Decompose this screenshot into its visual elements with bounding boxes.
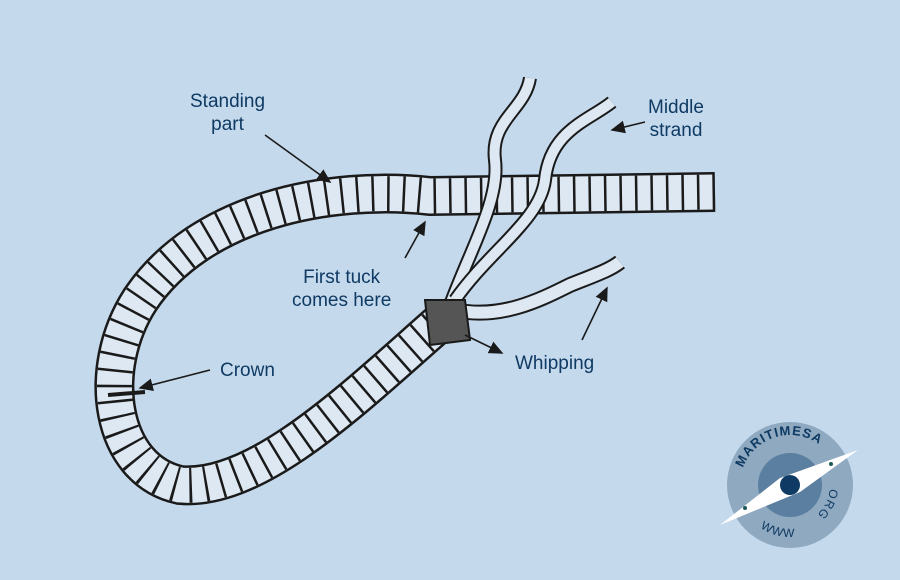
label-first-tuck-line1: First tuck: [303, 267, 381, 288]
arrow-whipping: [464, 334, 504, 354]
strands: [443, 76, 625, 321]
label-middle-strand-line2: strand: [649, 120, 703, 141]
pointer-arrows: [138, 120, 646, 392]
maritimesa-logo: MARITIMESA ORG WWW: [720, 422, 858, 548]
whipping-band: [423, 299, 472, 347]
arrow-whipping-end: [581, 286, 608, 341]
crown-mark: [107, 390, 146, 397]
label-first-tuck: First tuck comes here: [292, 266, 391, 312]
label-middle-strand: Middle strand: [648, 96, 704, 142]
arrow-standing-part: [264, 134, 332, 183]
rope-loop: [94, 172, 716, 506]
label-whipping: Whipping: [515, 353, 595, 374]
label-crown: Crown: [220, 360, 275, 381]
arrow-middle-strand: [610, 120, 646, 134]
label-first-tuck-line2: comes here: [292, 290, 392, 311]
arrow-crown: [138, 369, 211, 392]
label-standing-part-line2: part: [211, 114, 244, 135]
label-standing-part: Standing part: [190, 90, 265, 136]
label-middle-strand-line1: Middle: [648, 97, 704, 118]
arrow-first-tuck: [404, 220, 426, 259]
label-standing-part-line1: Standing: [190, 91, 266, 112]
